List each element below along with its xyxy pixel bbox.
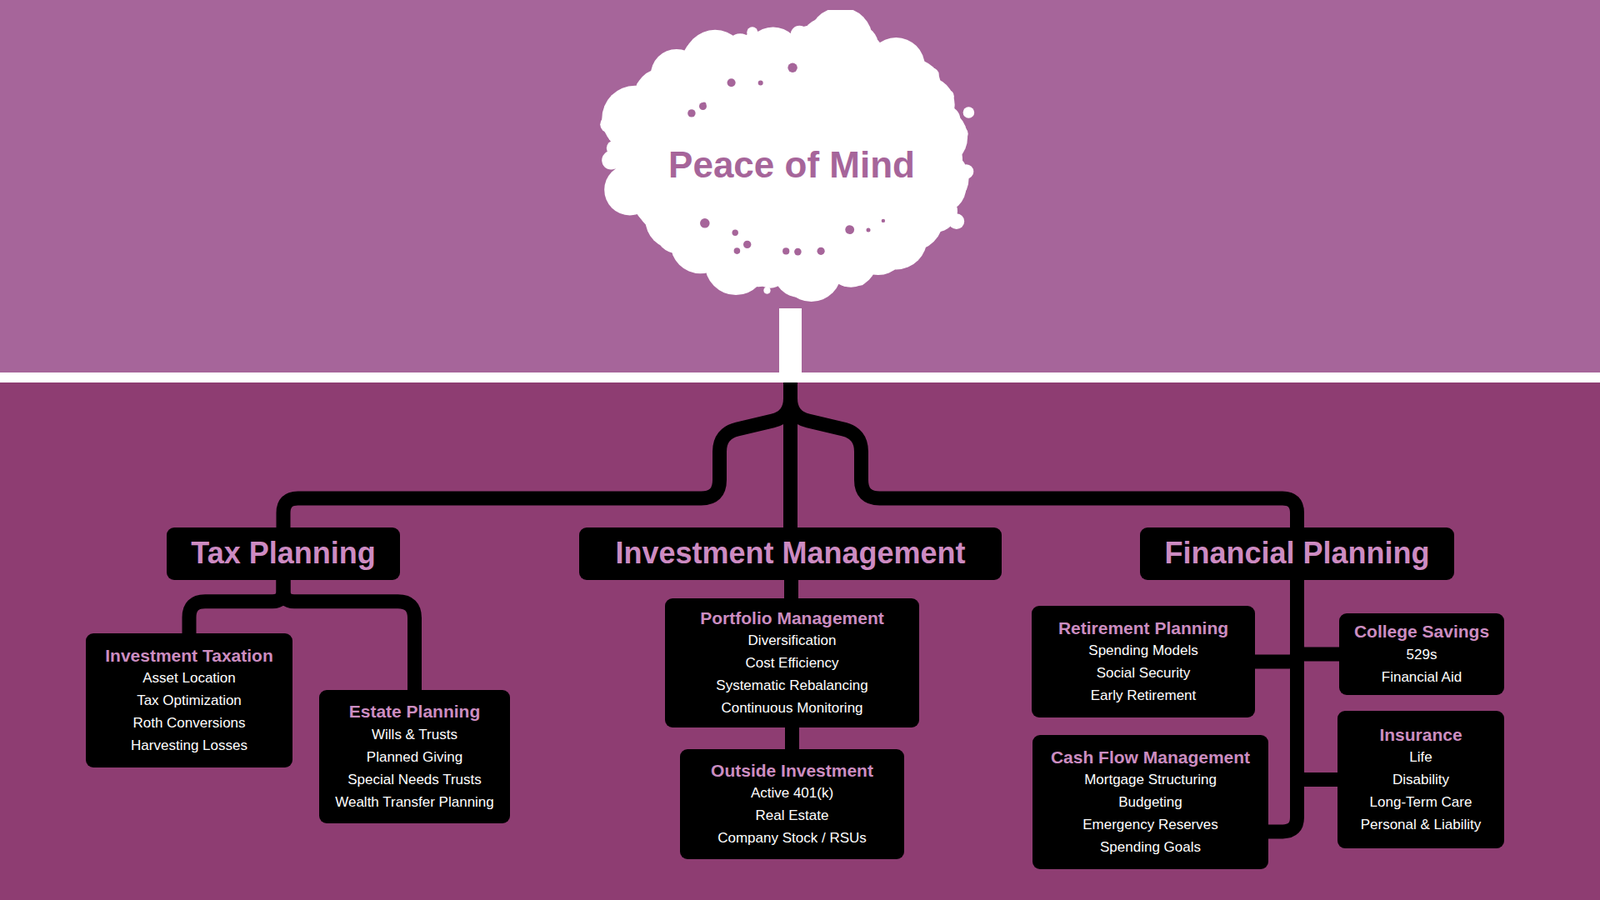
list-item: Real Estate (755, 804, 830, 827)
connector-line (790, 331, 1298, 528)
list-item: Roth Conversions (132, 711, 245, 735)
canopy-gap (817, 247, 825, 255)
box-heading: Retirement Planning (1058, 616, 1229, 640)
list-item: Budgeting (1118, 790, 1183, 814)
category-title: Financial Planning (1164, 534, 1430, 574)
category-title: Investment Management (615, 534, 965, 574)
foliage-leaf (886, 259, 895, 268)
box-heading: College Savings (1354, 620, 1490, 643)
list-item: 529s (1406, 643, 1438, 666)
tree-title: Peace of Mind (668, 144, 915, 186)
list-item: Spending Models (1088, 639, 1198, 662)
list-item: Systematic Rebalancing (715, 674, 868, 697)
foliage-clump (915, 135, 946, 165)
foliage-leaf (796, 288, 804, 295)
service-detail-box: College Savings529sFinancial Aid (1339, 613, 1505, 695)
canopy-gap (758, 80, 764, 86)
service-heading-box: Tax Planning (166, 527, 400, 580)
list-item: Diversification (748, 629, 837, 652)
connector-line (283, 331, 791, 528)
box-heading: Estate Planning (349, 700, 481, 723)
foliage-clump (909, 108, 968, 167)
list-item: Emergency Reserves (1082, 813, 1219, 836)
list-item: Special Needs Trusts (347, 768, 482, 791)
connector-line (784, 580, 799, 599)
canopy-gap (734, 247, 741, 255)
list-item: Asset Location (142, 666, 236, 690)
tree-canopy-node: Peace of Mind (566, 10, 1017, 337)
canopy-gap (743, 240, 751, 249)
list-item: Wills & Trusts (371, 723, 458, 746)
connector-line (283, 580, 415, 690)
tree-trunk (779, 308, 802, 377)
list-item: Early Retirement (1090, 684, 1197, 707)
connector-line (785, 727, 800, 750)
list-item: Disability (1392, 768, 1450, 791)
category-title: Tax Planning (190, 534, 375, 574)
list-item: Active 401(k) (750, 781, 834, 805)
canopy-gap (787, 63, 797, 73)
canopy-core (620, 45, 963, 281)
canopy-gap (687, 109, 695, 117)
service-detail-box: Estate PlanningWills & TrustsPlanned Giv… (319, 690, 510, 824)
service-detail-box: InsuranceLifeDisabilityLong-Term CarePer… (1337, 710, 1505, 849)
box-heading: Insurance (1379, 723, 1462, 746)
foliage-leaf (763, 287, 770, 295)
list-item: Company Stock / RSUs (717, 826, 867, 850)
canopy-gap (699, 102, 707, 110)
list-item: Wealth Transfer Planning (335, 790, 495, 814)
service-detail-box: Portfolio ManagementDiversificationCost … (665, 598, 920, 728)
box-heading: Investment Taxation (105, 644, 274, 667)
foliage-leaf (948, 142, 960, 154)
foliage-leaf (954, 126, 969, 141)
canopy-gap (866, 227, 871, 232)
foliage-leaf (941, 90, 955, 103)
canopy-gap (794, 248, 802, 256)
list-item: Continuous Monitoring (720, 696, 863, 720)
list-item: Tax Optimization (136, 689, 242, 712)
service-detail-box: Cash Flow ManagementMortgage Structuring… (1032, 735, 1269, 870)
canopy-gap (845, 225, 855, 235)
foliage-leaf (660, 61, 671, 73)
list-item: Long-Term Care (1370, 790, 1473, 814)
list-item: Planned Giving (366, 745, 463, 769)
service-detail-box: Outside InvestmentActive 401(k)Real Esta… (680, 749, 905, 860)
canopy-gap (782, 247, 790, 255)
service-heading-box: Investment Management (579, 527, 1002, 580)
foliage-leaf (839, 274, 852, 287)
canopy-gap (700, 218, 710, 229)
foliage-leaf (963, 106, 975, 119)
list-item: Cost Efficiency (745, 651, 839, 675)
list-item: Spending Goals (1100, 835, 1201, 859)
list-item: Harvesting Losses (130, 734, 248, 757)
foliage-leaf (698, 37, 710, 50)
list-item: Life (1409, 745, 1432, 769)
connector-line (1297, 580, 1339, 780)
service-heading-box: Financial Planning (1140, 527, 1455, 580)
list-item: Social Security (1096, 661, 1190, 685)
foliage-leaf (948, 213, 965, 230)
connector-line (189, 580, 284, 634)
box-heading: Outside Investment (710, 759, 874, 782)
service-detail-box: Investment TaxationAsset LocationTax Opt… (85, 633, 293, 768)
foliage-leaf (604, 102, 622, 120)
box-heading: Portfolio Management (700, 606, 885, 630)
canopy-gap (727, 78, 736, 87)
list-item: Mortgage Structuring (1084, 768, 1217, 791)
canopy-gap (881, 219, 885, 223)
canopy-foliage (600, 10, 975, 302)
service-detail-box: Retirement PlanningSpending ModelsSocial… (1031, 605, 1255, 718)
list-item: Financial Aid (1381, 665, 1462, 689)
foliage-leaf (905, 45, 916, 56)
ground-line (0, 372, 1600, 383)
foliage-leaf (855, 274, 866, 285)
foliage-leaf (905, 249, 916, 260)
canopy-gap (732, 230, 739, 236)
box-heading: Cash Flow Management (1050, 745, 1250, 769)
list-item: Personal & Liability (1360, 813, 1482, 836)
